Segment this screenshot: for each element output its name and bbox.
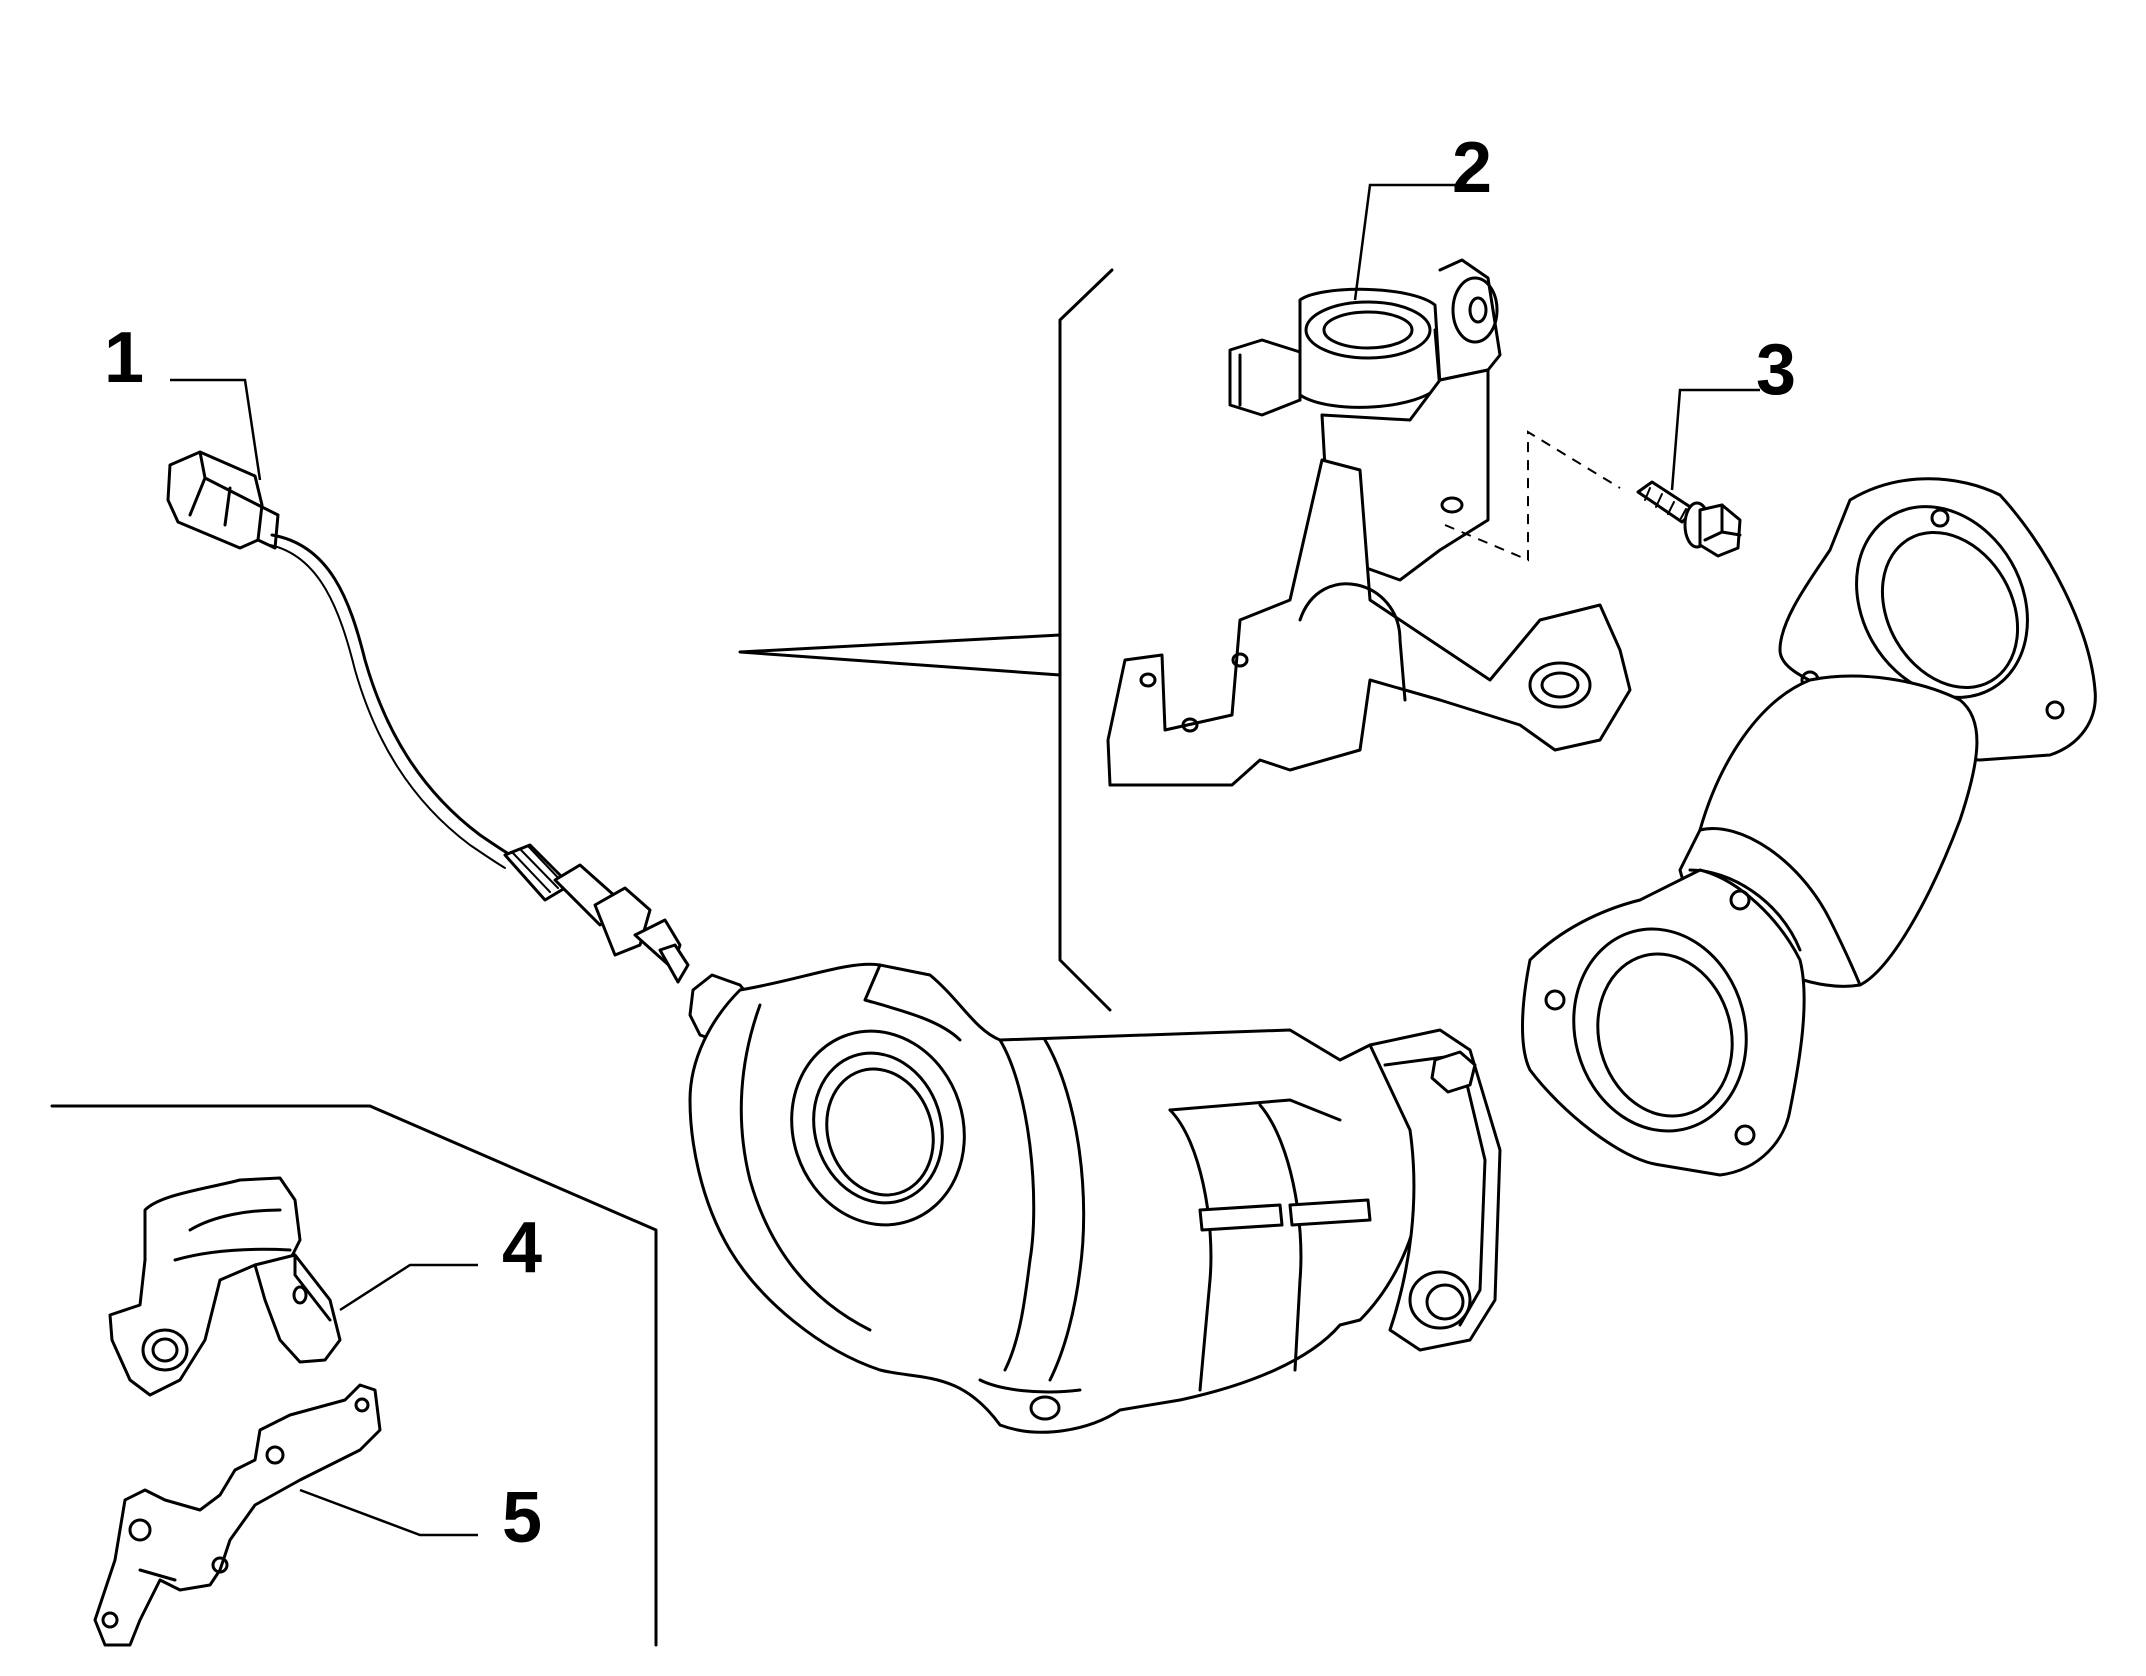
group-divider-lines <box>50 268 1114 1647</box>
part-label-3: 3 <box>1756 330 1796 410</box>
flange-bolt-drawing <box>1636 480 1742 558</box>
leader-lines <box>170 183 1760 1537</box>
heat-shield-bracket-drawing <box>108 1176 342 1397</box>
leader-line-1 <box>170 378 262 481</box>
catalytic-converter-drawing <box>688 962 1502 1434</box>
alignment-line <box>1444 430 1621 562</box>
part-label-2: 2 <box>1452 128 1492 208</box>
oxygen-sensor-drawing <box>166 450 690 984</box>
downstream-pipe-drawing <box>1521 477 2097 1177</box>
support-plate-drawing <box>93 1383 382 1647</box>
leader-line-3 <box>1670 388 1760 491</box>
leader-line-5 <box>299 1488 478 1537</box>
part-label-4: 4 <box>502 1208 542 1288</box>
leader-line-2 <box>1353 183 1460 301</box>
part-label-5: 5 <box>502 1478 542 1558</box>
part-label-1: 1 <box>104 318 144 398</box>
leader-line-4 <box>339 1263 478 1312</box>
mounting-bracket-drawing <box>1106 258 1632 787</box>
